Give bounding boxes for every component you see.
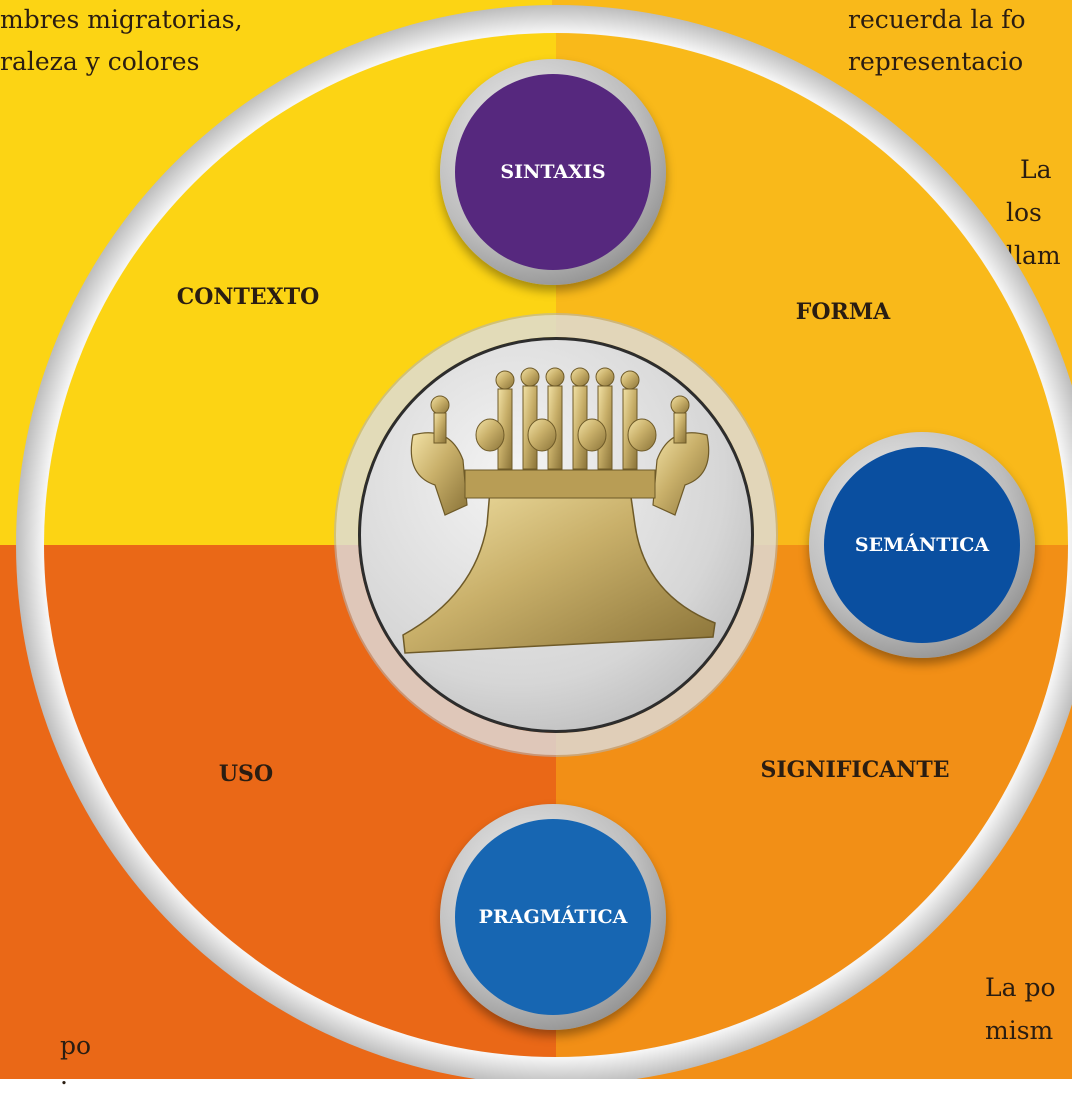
bg-text-top-right-2: representacio <box>848 47 1024 76</box>
pragmatica-node[interactable]: PRAGMÁTICA <box>455 819 651 1015</box>
bg-text-bottom-left-1: po <box>60 1031 92 1060</box>
gold-ceremonial-crown-icon <box>402 367 716 654</box>
bg-text-bottom-right-2: mism <box>985 1016 1054 1045</box>
bg-text-mid-right-2: los <box>1006 198 1042 227</box>
label-forma: FORMA <box>795 299 891 325</box>
sintaxis-label: SINTAXIS <box>500 161 606 183</box>
semantica-node[interactable]: SEMÁNTICA <box>824 447 1020 643</box>
bg-text-mid-right-1: La <box>1020 155 1052 184</box>
semantica-label: SEMÁNTICA <box>854 534 990 556</box>
bg-text-bottom-left-2: . <box>60 1061 68 1090</box>
bg-text-bottom-right-1: La po <box>985 973 1056 1002</box>
label-significante: SIGNIFICANTE <box>760 757 950 783</box>
bg-text-top-right-1: recuerda la fo <box>848 5 1026 34</box>
bg-text-top-left-2: raleza y colores <box>0 47 200 76</box>
bg-text-top-left-1: mbres migratorias, <box>0 5 243 34</box>
pragmatica-label: PRAGMÁTICA <box>478 906 628 928</box>
sintaxis-node[interactable]: SINTAXIS <box>455 74 651 270</box>
label-contexto: CONTEXTO <box>176 284 320 310</box>
label-uso: USO <box>218 761 274 787</box>
